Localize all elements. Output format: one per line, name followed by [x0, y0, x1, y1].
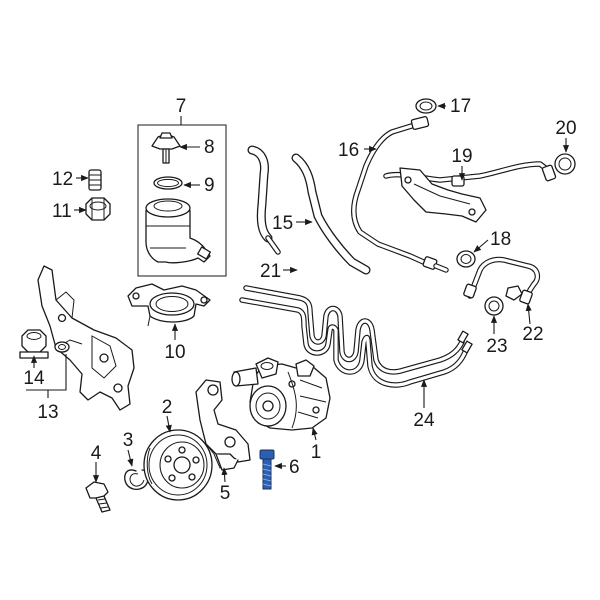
- part-6-pump-bolt-highlighted[interactable]: [259, 449, 275, 490]
- part-23-oring[interactable]: [484, 296, 504, 316]
- leader-lines: [26, 102, 570, 483]
- callout-10: 10: [164, 342, 185, 363]
- part-8-reservoir-cap[interactable]: [151, 132, 181, 164]
- part-11-nut[interactable]: [85, 197, 111, 221]
- callout-4: 4: [91, 443, 102, 464]
- part-19-line-assembly[interactable]: [383, 161, 557, 223]
- part-20-oring[interactable]: [554, 153, 576, 175]
- part-12-grommet[interactable]: [88, 169, 102, 191]
- part-18-oring[interactable]: [456, 250, 476, 268]
- callout-16: 16: [338, 140, 359, 161]
- part-10-reservoir-bracket[interactable]: [127, 283, 211, 327]
- callout-5: 5: [220, 483, 231, 504]
- part-9-reservoir-oring[interactable]: [153, 176, 183, 190]
- callout-22: 22: [522, 324, 543, 345]
- part-24-cooler-line[interactable]: [239, 285, 473, 388]
- part-16-pressure-line[interactable]: [351, 115, 449, 273]
- callout-6: 6: [289, 457, 300, 478]
- callout-labels: 7 8 9 10 12 11 14 13 4 3 2 5 6 1 15 21 1…: [23, 96, 576, 504]
- part-4-bolt[interactable]: [85, 481, 111, 513]
- part-21-return-hose[interactable]: [247, 145, 281, 255]
- part-1-power-steering-pump[interactable]: [231, 357, 331, 431]
- callout-24: 24: [413, 410, 435, 431]
- callout-7: 7: [176, 96, 187, 117]
- bracket-washer: [54, 341, 70, 353]
- callout-18: 18: [490, 229, 511, 250]
- callout-12: 12: [52, 169, 73, 190]
- callout-19: 19: [451, 146, 472, 167]
- part-7-reservoir[interactable]: [145, 198, 211, 264]
- callout-8: 8: [204, 137, 215, 158]
- part-5-pump-mount-bracket[interactable]: [195, 379, 251, 471]
- callout-11: 11: [52, 201, 72, 222]
- part-13-pump-bracket[interactable]: [37, 265, 135, 411]
- part-2-pulley[interactable]: [143, 429, 213, 501]
- part-17-oring[interactable]: [415, 98, 437, 114]
- part-14-isolator[interactable]: [19, 329, 49, 359]
- callout-13: 13: [37, 402, 58, 423]
- callout-3: 3: [123, 430, 134, 451]
- callout-15: 15: [272, 213, 293, 234]
- callout-23: 23: [486, 336, 507, 357]
- callout-20: 20: [555, 118, 576, 139]
- callout-17: 17: [450, 96, 471, 117]
- part-22-cooler-pipe[interactable]: [463, 256, 541, 305]
- callout-2: 2: [162, 397, 173, 418]
- callout-14: 14: [23, 368, 45, 389]
- callout-1: 1: [311, 442, 322, 463]
- reservoir-kit-box: [137, 124, 227, 277]
- callout-21: 21: [260, 261, 281, 282]
- part-15-supply-hose[interactable]: [291, 153, 371, 275]
- callout-9: 9: [204, 175, 215, 196]
